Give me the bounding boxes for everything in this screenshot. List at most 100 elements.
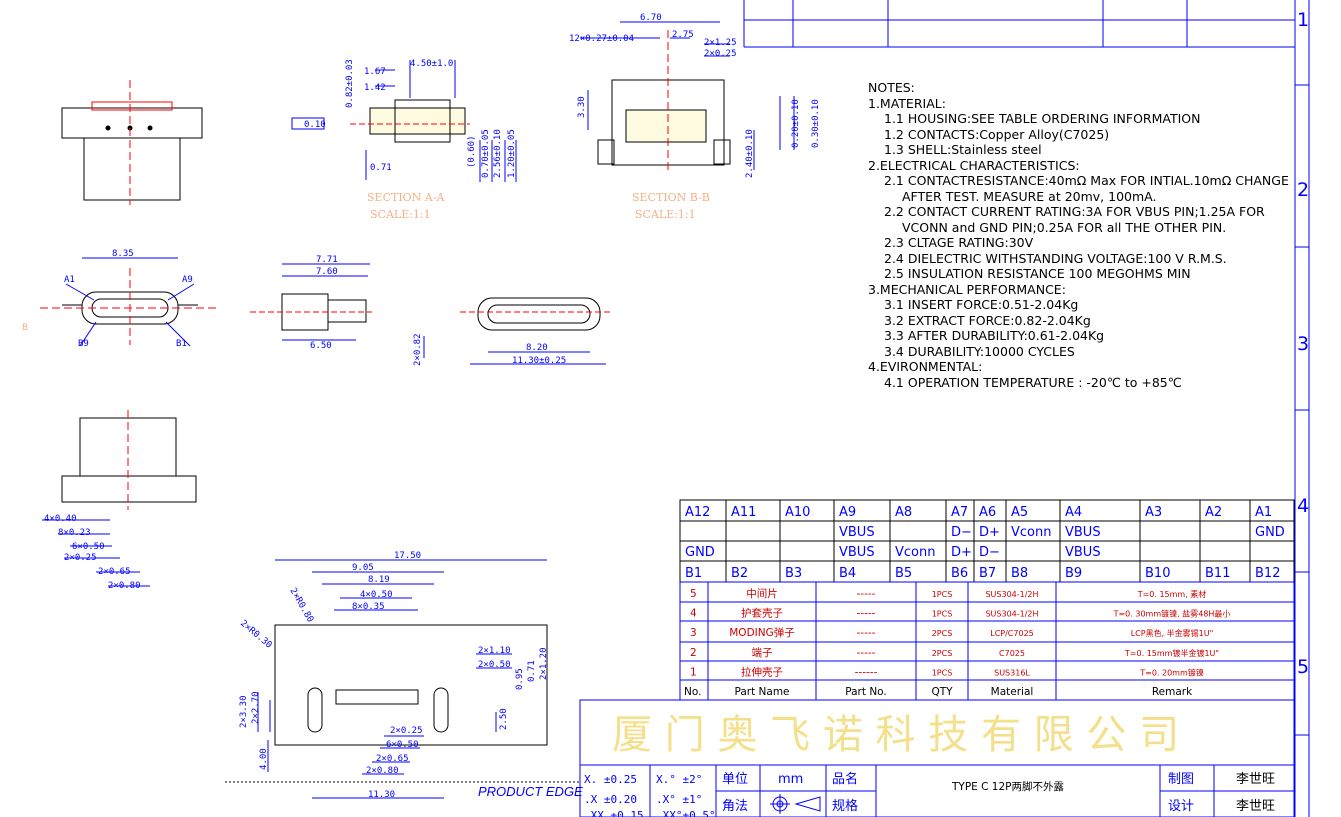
bom-cell-no: 5 — [690, 588, 697, 600]
bom-cell-qty: 1PCS — [932, 610, 953, 619]
notes-block: NOTES:1.MATERIAL:1.1 HOUSING:SEE TABLE O… — [868, 80, 1289, 390]
note-line: 1.2 CONTACTS:Copper Alloy(C7025) — [884, 126, 1110, 142]
note-line: VCONN and GND PIN;0.25A FOR all THE OTHE… — [902, 219, 1227, 235]
dim-fp-1750: 17.50 — [394, 551, 421, 561]
bom-cell-material: SUS316L — [994, 668, 1030, 677]
dim-sa-071: 0.71 — [370, 163, 392, 173]
dim-fp-450: 4×0.50 — [360, 590, 393, 600]
zone-number-4: 4 — [1297, 495, 1309, 517]
dim-fp-265: 2×0.65 — [376, 754, 409, 764]
bom-header-cell: Material — [991, 686, 1034, 698]
angle-tol-3: .XX°±0.5° — [656, 809, 716, 817]
dim-fp-110: 2×1.10 — [478, 646, 511, 656]
tolerance-3: .XX ±0.15 — [584, 809, 644, 817]
dim-fp-120: 2×1.20 — [539, 647, 549, 680]
dim-top-width: 6.70 — [640, 13, 662, 23]
pin-cell: VBUS — [1065, 545, 1101, 560]
dim-fp-905: 9.05 — [352, 563, 374, 573]
pin-cell: B5 — [895, 566, 912, 581]
tolerance-1: X. ±0.25 — [584, 773, 637, 786]
note-line: 3.2 EXTRACT FORCE:0.82-2.04Kg — [884, 312, 1091, 328]
section-a-a-view — [291, 60, 517, 182]
bom-cell-part: ----- — [857, 647, 876, 659]
dim-fp-250: 2.50 — [499, 708, 509, 730]
pin-cell: D+ — [979, 525, 1000, 540]
pin-cell: VBUS — [839, 525, 875, 540]
bom-cell-name: 中间片 — [746, 587, 778, 600]
bom-cell-remark: T=0. 15mm镀半金镀1U" — [1124, 648, 1219, 658]
angle-tol-1: X.° ±2° — [656, 773, 702, 786]
label-fv-b9: B9 — [78, 339, 89, 349]
pin-cell: VBUS — [1065, 525, 1101, 540]
zone-number-5: 5 — [1297, 656, 1309, 678]
pin-cell: Vconn — [1011, 525, 1051, 540]
dim-sa-070: 0.70±0.05 — [481, 129, 491, 178]
dim-bv-650: 6×0.50 — [72, 542, 105, 552]
dim-sa-060: (0.60) — [467, 135, 477, 168]
note-line: 2.5 INSULATION RESISTANCE 100 MEGOHMS MI… — [884, 266, 1191, 281]
dim-bv-280: 2×0.80 — [108, 581, 141, 591]
dim-sb-240: 2.40±0.10 — [745, 129, 755, 178]
dim-fp-225: 2×0.25 — [390, 726, 423, 736]
pin-cell: A1 — [1255, 505, 1272, 520]
bom-cell-material: SUS304-1/2H — [985, 590, 1038, 599]
dim-rv-082: 2×0.82 — [413, 333, 423, 366]
dim-fp-835: 8×0.35 — [352, 602, 385, 612]
bom-cell-material: C7025 — [999, 649, 1025, 658]
label-fv-a1: A1 — [64, 275, 75, 285]
revision-block — [743, 0, 1295, 48]
pin-cell: B3 — [785, 566, 802, 581]
dim-bv-823: 8×0.23 — [58, 528, 91, 538]
dim-fp-095: 0.95 — [515, 668, 525, 690]
drawn-by: 李世旺 — [1236, 772, 1275, 787]
pin-cell: A2 — [1205, 505, 1222, 520]
unit-label: 单位 — [722, 772, 748, 787]
design-by: 李世旺 — [1236, 799, 1275, 814]
section-b-scale: SCALE:1:1 — [635, 208, 696, 221]
dim-top-125: 2×1.25 — [704, 38, 737, 48]
connector-bottom-view — [42, 410, 197, 587]
pin-cell: D− — [979, 545, 1000, 560]
dim-fv-835: 8.35 — [112, 249, 134, 259]
dim-sb-330: 3.30 — [577, 96, 587, 118]
title-block-grid — [579, 699, 1295, 817]
dim-sa-142: 1.42 — [364, 83, 386, 93]
bom-cell-name: 端子 — [752, 646, 773, 659]
bom-cell-remark: T=0. 20mm镀镍 — [1139, 667, 1204, 677]
label-fv-b1: B1 — [176, 339, 187, 349]
dim-sv-760: 7.60 — [316, 267, 338, 277]
pin-cell: A8 — [895, 505, 912, 520]
dim-sb-020: 0.20±0.10 — [791, 99, 801, 148]
bom-cell-material: SUS304-1/2H — [985, 610, 1038, 619]
connector-front-view — [40, 257, 220, 347]
note-line: 3.3 AFTER DURABILITY:0.61-2.04Kg — [884, 328, 1105, 343]
projection-symbol-icon — [770, 794, 821, 814]
bom-cell-no: 2 — [690, 647, 697, 659]
bom-header-cell: Part Name — [734, 686, 789, 698]
pcb-footprint-view — [225, 559, 580, 799]
bom-cell-part: ----- — [857, 588, 876, 600]
dim-sa-450: 4.50±1.0 — [410, 59, 453, 69]
section-a-title: SECTION A-A — [367, 191, 445, 204]
note-line: 2.1 CONTACTRESISTANCE:40mΩ Max FOR INTIA… — [884, 173, 1289, 188]
pin-cell: D− — [951, 525, 972, 540]
pin-cell: B12 — [1255, 566, 1280, 581]
section-b-b-view — [580, 21, 795, 170]
section-b-title: SECTION B-B — [632, 191, 710, 204]
note-line: 3.MECHANICAL PERFORMANCE: — [868, 281, 1066, 297]
note-line: 1.3 SHELL:Stainless steel — [884, 142, 1042, 157]
product-name: TYPE C 12P两脚不外露 — [951, 780, 1064, 793]
border-frame — [1294, 0, 1310, 817]
connector-top-view — [61, 80, 203, 205]
note-line: 2.ELECTRICAL CHARACTERISTICS: — [868, 157, 1080, 173]
zone-number-3: 3 — [1297, 333, 1309, 355]
dim-fp-r030: 2×R0.30 — [238, 619, 273, 651]
design-label: 设计 — [1168, 799, 1194, 814]
tolerance-2: .X ±0.20 — [584, 793, 637, 806]
pin-cell: A10 — [785, 505, 810, 520]
pin-cell: Vconn — [895, 545, 935, 560]
note-line: NOTES: — [868, 80, 915, 95]
